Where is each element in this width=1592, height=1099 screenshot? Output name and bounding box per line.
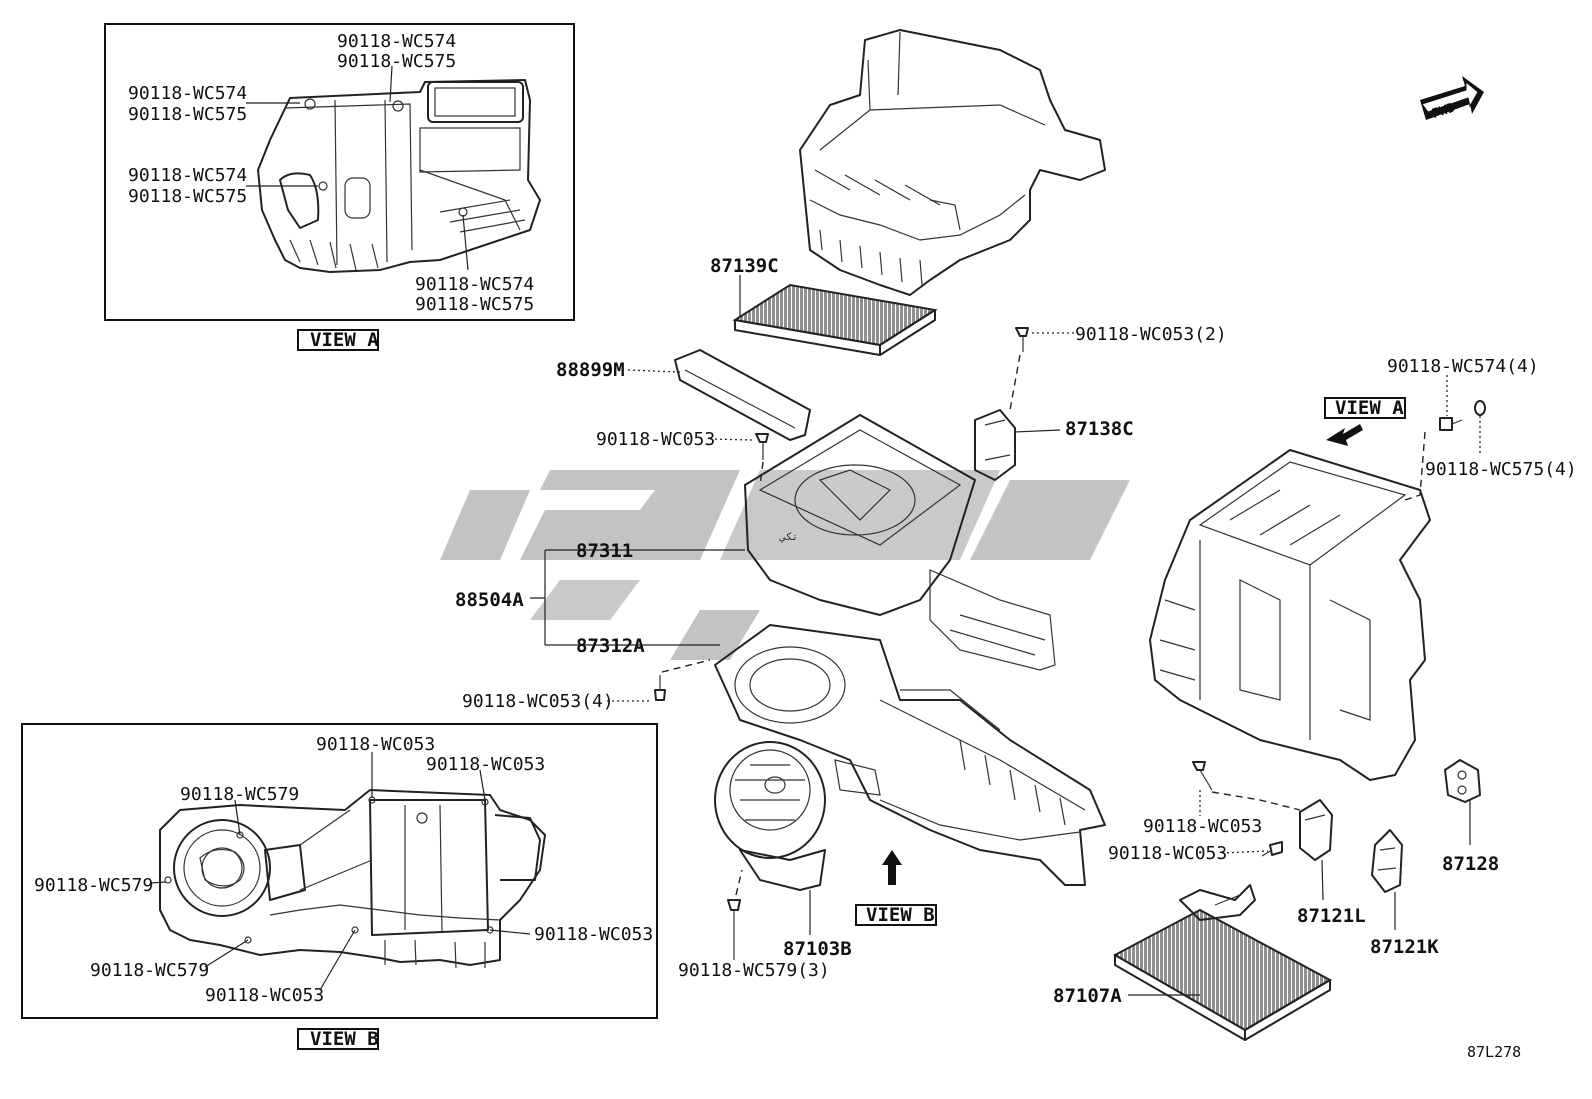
part-87139c-label: 87139C [710, 255, 779, 277]
screw-icon [1192, 761, 1213, 791]
blower-motor-87103b-drawing [714, 741, 826, 891]
part-87138c-label: 87138C [1065, 418, 1134, 440]
part-87128-label: 87128 [1442, 853, 1499, 875]
fwd-label: FWD [1430, 100, 1457, 122]
screw-wc574-4-label: 90118-WC574(4) [1387, 356, 1539, 377]
screw-icon [727, 899, 741, 960]
view-b-caption: VIEW B [310, 1028, 379, 1050]
view-b-unit-drawing [159, 789, 546, 969]
view-a-label-bottom-1: 90118-WC574 [415, 274, 534, 295]
view-a-frame [104, 23, 575, 321]
view-a-inset: 90118-WC574 90118-WC575 90118-WC574 9011… [104, 23, 575, 351]
view-a-unit-drawing [257, 79, 541, 273]
view-b-ref-box [855, 904, 937, 926]
upper-air-duct-drawing [799, 29, 1106, 296]
watermark-text: تكي [779, 532, 798, 543]
blower-upper-case-87311-drawing [744, 414, 1056, 671]
screw-wc053-a-label: 90118-WC053 [596, 429, 715, 450]
view-a-caption-box [297, 329, 379, 351]
view-b-ref-label: VIEW B [866, 904, 935, 926]
part-87312a-label: 87312A [576, 635, 645, 657]
view-a-label-left-upper-1: 90118-WC574 [128, 83, 247, 104]
screw-wc579-3-label: 90118-WC579(3) [678, 960, 830, 981]
view-b-label-left: 90118-WC579 [34, 875, 153, 896]
view-b-frame [21, 723, 658, 1019]
screw-wc053-4-label: 90118-WC053(4) [462, 691, 614, 712]
screw-wc053-c-label: 90118-WC053 [1108, 843, 1227, 864]
heater-unit-drawing [1149, 449, 1431, 781]
screw-icon [755, 433, 769, 460]
screw-wc053-2-label: 90118-WC053(2) [1075, 324, 1227, 345]
view-b-inset: 90118-WC053 90118-WC053 90118-WC579 9011… [21, 723, 658, 1050]
view-b-caption-box [297, 1028, 379, 1050]
watermark-logo: تكي [440, 470, 1130, 660]
view-a-label-bottom-2: 90118-WC575 [415, 294, 534, 315]
servo-87138c-drawing [974, 409, 1016, 481]
screw-icon [654, 675, 666, 701]
view-a-label-left-lower-1: 90118-WC574 [128, 165, 247, 186]
servo-87121l-drawing [1299, 799, 1333, 861]
heater-core-87107a-drawing [1112, 884, 1333, 1041]
part-88504a-label: 88504A [455, 589, 524, 611]
view-b-label-bottom: 90118-WC053 [205, 985, 324, 1006]
view-a-label-top-1: 90118-WC574 [337, 31, 456, 52]
view-a-label-left-lower-2: 90118-WC575 [128, 186, 247, 207]
cover-88899m-drawing [674, 349, 811, 441]
fwd-arrow-icon: FWD [1420, 76, 1484, 122]
blower-lower-case-87312a-drawing [714, 624, 1106, 886]
clip-icon [1439, 417, 1463, 431]
view-a-caption: VIEW A [310, 329, 379, 351]
seal-87128-drawing [1444, 759, 1481, 803]
view-b-label-lower-left: 90118-WC579 [90, 960, 209, 981]
view-a-label-top-2: 90118-WC575 [337, 51, 456, 72]
view-b-label-top-b: 90118-WC053 [426, 754, 545, 775]
part-87311-label: 87311 [576, 540, 633, 562]
view-a-arrow-icon [1326, 424, 1363, 446]
view-b-label-top-a: 90118-WC053 [316, 734, 435, 755]
washer-icon [1474, 400, 1486, 416]
part-87121k-label: 87121K [1370, 936, 1439, 958]
view-b-arrow-icon [882, 850, 902, 885]
view-a-label-left-upper-2: 90118-WC575 [128, 104, 247, 125]
view-a-ref-box [1324, 397, 1406, 419]
part-88899m-label: 88899M [556, 359, 625, 381]
screw-icon [1015, 327, 1029, 352]
servo-87121k-drawing [1371, 829, 1403, 893]
part-87107a-label: 87107A [1053, 985, 1122, 1007]
filter-87139c-drawing [732, 283, 938, 356]
diagram-id: 87L278 [1467, 1043, 1521, 1061]
screw-wc053-b-label: 90118-WC053 [1143, 816, 1262, 837]
screw-icon [1261, 841, 1283, 857]
view-b-label-right: 90118-WC053 [534, 924, 653, 945]
screw-wc575-4-label: 90118-WC575(4) [1425, 459, 1577, 480]
part-87121l-label: 87121L [1297, 905, 1366, 927]
part-87103b-label: 87103B [783, 938, 852, 960]
view-b-label-upper-left: 90118-WC579 [180, 784, 299, 805]
view-a-ref-label: VIEW A [1335, 397, 1404, 419]
